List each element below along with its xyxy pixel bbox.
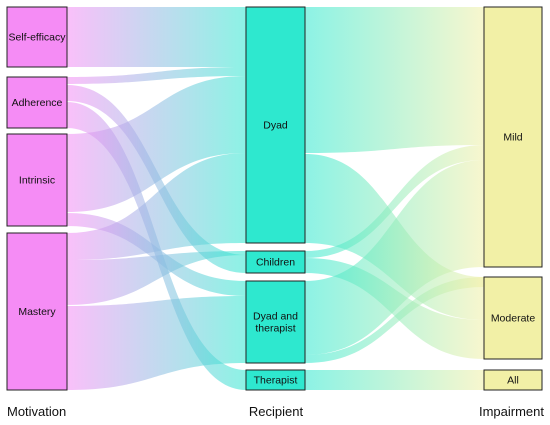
link-children-to-mild bbox=[305, 145, 484, 258]
column-label-recipient: Recipient bbox=[249, 404, 304, 419]
link-dyad-therapist-to-moderate bbox=[305, 277, 484, 363]
node-mastery bbox=[6, 232, 68, 391]
link-adherence-to-dyad bbox=[67, 67, 246, 84]
node-label-moderate: Moderate bbox=[491, 313, 536, 325]
node-label-therapist: Therapist bbox=[254, 375, 298, 387]
node-label-self-efficacy: Self-efficacy bbox=[9, 32, 67, 44]
link-intrinsic-to-dyad-therapist bbox=[67, 213, 246, 296]
column-label-motivation: Motivation bbox=[7, 404, 66, 419]
link-self-efficacy-to-dyad bbox=[67, 7, 246, 67]
node-dyad bbox=[245, 6, 306, 244]
node-label-intrinsic: Intrinsic bbox=[19, 175, 55, 187]
link-intrinsic-to-dyad bbox=[67, 76, 246, 212]
node-label-mild: Mild bbox=[503, 132, 522, 144]
link-dyad-to-mild bbox=[305, 7, 484, 153]
node-moderate bbox=[483, 276, 543, 360]
node-therapist bbox=[245, 369, 306, 391]
node-mild bbox=[483, 6, 543, 268]
node-label-dyad: Dyad bbox=[263, 120, 288, 132]
node-label-adherence: Adherence bbox=[12, 97, 63, 109]
link-mastery-to-dyad bbox=[67, 153, 246, 260]
link-mastery-to-dyad-therapist bbox=[67, 296, 246, 390]
node-adherence bbox=[6, 76, 68, 129]
link-dyad-therapist-to-mild bbox=[305, 160, 484, 355]
flow-links bbox=[67, 7, 484, 390]
node-intrinsic bbox=[6, 133, 68, 227]
node-dyad-therapist bbox=[245, 280, 306, 364]
node-self-efficacy bbox=[6, 6, 68, 68]
node-children bbox=[245, 250, 306, 274]
column-label-impairment: Impairment bbox=[479, 404, 544, 419]
node-label-children: Children bbox=[256, 257, 295, 269]
node-label-all: All bbox=[507, 375, 519, 387]
node-all bbox=[483, 369, 543, 391]
link-mastery-to-children bbox=[67, 251, 246, 305]
link-therapist-to-all bbox=[305, 370, 484, 390]
node-label-mastery: Mastery bbox=[18, 306, 56, 318]
